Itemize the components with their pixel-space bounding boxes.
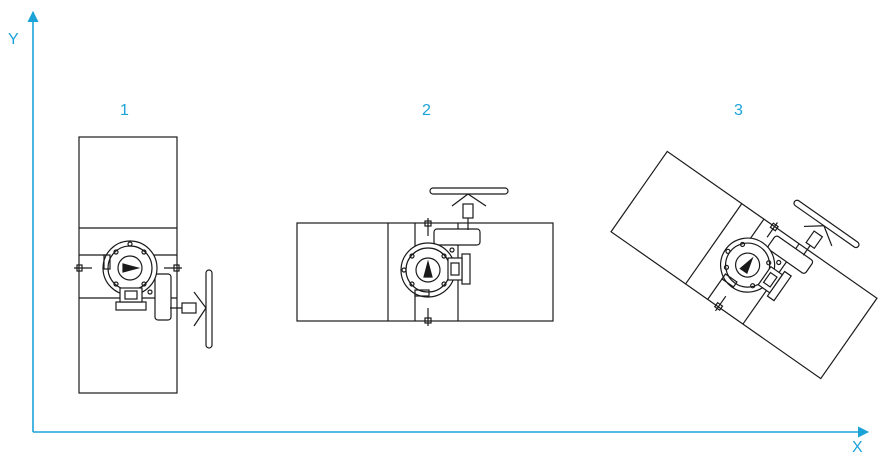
flange-bolts: [424, 218, 432, 326]
x-axis-label: X: [852, 439, 863, 454]
valve-assembly-3: [607, 122, 880, 384]
orientation-label-1: 1: [120, 102, 129, 119]
orientation-label-2: 2: [422, 102, 431, 119]
orientation-label-3: 3: [734, 102, 743, 119]
actuator-housing: [400, 228, 481, 298]
valve-assembly-2: [296, 187, 554, 326]
valve-assembly-1: [73, 136, 213, 394]
y-axis-label: Y: [8, 31, 19, 48]
handwheel: [429, 187, 509, 230]
axes: Y X: [8, 10, 870, 454]
